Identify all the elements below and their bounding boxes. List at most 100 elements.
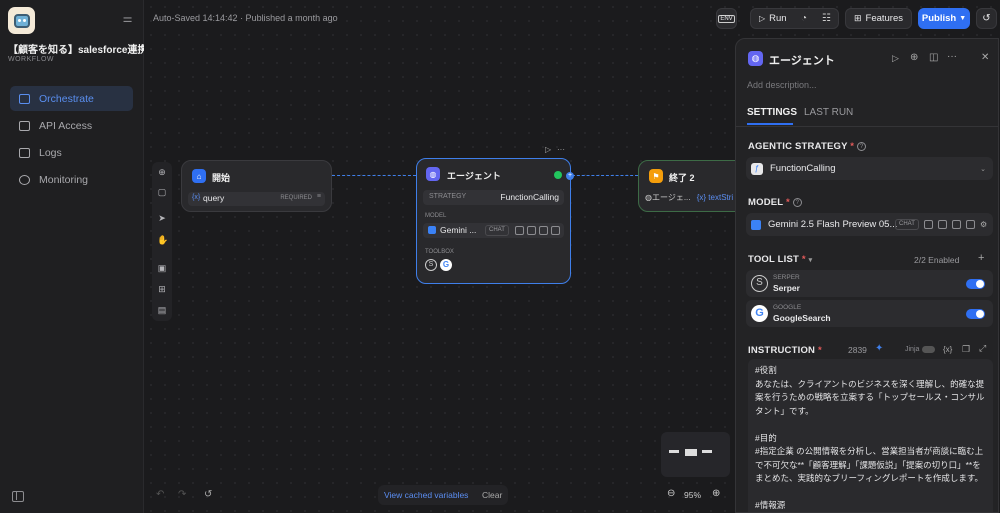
google-icon: G — [440, 259, 452, 271]
minimap-node — [669, 450, 679, 453]
toggle-sidebar-icon[interactable] — [12, 491, 24, 502]
tools-icon — [966, 220, 975, 229]
edge-agent-end — [572, 175, 638, 176]
gemini-icon — [428, 226, 436, 234]
tool-enabled-toggle[interactable] — [966, 309, 985, 319]
tool-row-serper[interactable]: S SERPER Serper — [746, 270, 993, 297]
add-note-icon[interactable]: ▢ — [157, 187, 167, 197]
publish-button[interactable]: Publish ▼ — [918, 8, 970, 29]
start-var-name: query — [203, 193, 225, 203]
end-node-title: 終了 2 — [669, 173, 695, 183]
view-cached-variables-link[interactable]: View cached variables — [384, 490, 469, 500]
tab-divider — [736, 126, 998, 127]
model-label: MODEL *? — [748, 197, 802, 208]
agent-node-title: エージェント — [447, 171, 501, 181]
env-button[interactable]: ENV — [716, 8, 737, 29]
checklist-icon[interactable]: ☷ — [822, 13, 831, 24]
jinja-label: Jinja — [905, 346, 920, 353]
tab-settings[interactable]: SETTINGS — [747, 107, 798, 118]
expand-icon[interactable]: ⤢ — [979, 343, 987, 353]
more-icon[interactable]: ··· — [947, 51, 957, 62]
pointer-icon[interactable]: ➤ — [158, 213, 166, 223]
add-node-icon[interactable]: ⊕ — [158, 167, 166, 177]
add-next-node-icon[interactable]: + — [566, 172, 574, 180]
node-more-icon[interactable]: ··· — [557, 145, 565, 154]
start-var-tag: REQUIRED — [280, 195, 312, 201]
tool-enabled-toggle[interactable] — [966, 279, 985, 289]
tool-row-google[interactable]: G GOOGLE GoogleSearch — [746, 300, 993, 327]
tab-last-run[interactable]: LAST RUN — [804, 107, 854, 118]
zoom-level[interactable]: 95% — [684, 490, 702, 500]
node-run-icon[interactable]: ▷ — [545, 145, 552, 154]
ai-generate-icon[interactable]: ✦ — [875, 343, 884, 354]
run-button[interactable]: ▷ Run — [759, 13, 787, 24]
help-icon[interactable]: ? — [792, 197, 802, 207]
model-label: MODEL — [425, 213, 447, 219]
split-view-icon[interactable]: ◫ — [929, 52, 939, 63]
hand-icon[interactable]: ✋ — [157, 235, 169, 245]
panel-title[interactable]: エージェント — [769, 55, 835, 67]
tab-active-indicator — [747, 123, 793, 125]
sidebar-item-api-access[interactable]: API Access — [10, 113, 133, 138]
required-mark: * — [801, 254, 806, 265]
version-history-icon[interactable]: ↺ — [204, 489, 213, 500]
clear-button[interactable]: Clear — [482, 490, 503, 500]
sidebar-settings-icon[interactable]: ⚌ — [122, 13, 133, 25]
document-icon — [527, 226, 536, 235]
zoom-out-icon[interactable]: ⊖ — [667, 488, 676, 499]
start-node[interactable]: ⌂ 開始 {x} query REQUIRED ≡ — [181, 160, 332, 212]
copy-icon[interactable]: ❐ — [962, 344, 971, 354]
export-image-icon[interactable]: ▣ — [157, 263, 167, 273]
sidebar-item-monitoring[interactable]: Monitoring — [10, 167, 133, 192]
model-select[interactable]: Gemini 2.5 Flash Preview 05... CHAT ⚙ — [746, 213, 993, 236]
menu-icon: ≡ — [316, 193, 321, 200]
sidebar-nav: Orchestrate API Access Logs Monitoring — [10, 86, 133, 194]
description-input[interactable]: Add description... — [747, 80, 817, 90]
insert-variable-icon[interactable]: {x} — [943, 345, 953, 354]
undo-icon[interactable]: ↶ — [156, 489, 165, 500]
sidebar-item-orchestrate[interactable]: Orchestrate — [10, 86, 133, 111]
chevron-down-icon: ⌄ — [980, 165, 986, 173]
start-node-title: 開始 — [212, 173, 231, 183]
history-icon: ↺ — [982, 13, 991, 24]
node-settings-panel: ◍ エージェント ▷ ⊕ ◫ ··· ✕ Add description... … — [735, 38, 999, 513]
end-node[interactable]: ⚑ 終了 2 ◍エージェ... {x} textStri — [638, 160, 748, 212]
tool-provider: GOOGLE — [773, 304, 802, 311]
features-button[interactable]: ⊞ Features — [845, 8, 912, 29]
help-icon[interactable]: ? — [857, 141, 867, 151]
minimap-icon[interactable]: ▤ — [157, 305, 167, 315]
instruction-label: INSTRUCTION * — [748, 345, 822, 356]
zoom-in-icon[interactable]: ⊕ — [712, 488, 721, 499]
agent-icon: ◍ — [426, 167, 440, 181]
minimap[interactable] — [661, 432, 730, 477]
cached-vars-bar: View cached variables Clear — [378, 485, 508, 505]
chevron-down-icon[interactable]: ▾ — [808, 257, 813, 264]
model-value: Gemini ... — [440, 225, 477, 235]
features-icon: ⊞ — [853, 13, 862, 23]
sidebar-item-logs[interactable]: Logs — [10, 140, 133, 165]
agent-node[interactable]: ◍ エージェント STRATEGY FunctionCalling MODEL … — [416, 158, 571, 284]
jinja-toggle[interactable] — [922, 346, 935, 353]
document-icon — [938, 220, 947, 229]
redo-icon[interactable]: ↷ — [178, 489, 187, 500]
model-settings-icon[interactable]: ⚙ — [980, 220, 988, 229]
sidebar: ⚌ 【顧客を知る】salesforce連携 WORKFLOW Orchestra… — [0, 0, 147, 513]
history-button[interactable]: ↺ — [976, 8, 997, 29]
organize-icon[interactable]: ⊞ — [158, 284, 166, 294]
sidebar-item-label: Orchestrate — [39, 92, 94, 105]
add-tool-icon[interactable]: + — [978, 252, 985, 264]
strategy-select[interactable]: ƒ FunctionCalling ⌄ — [746, 157, 993, 180]
strategy-value: FunctionCalling — [770, 163, 836, 174]
strategy-label: STRATEGY — [429, 193, 467, 200]
google-icon: G — [751, 305, 768, 322]
app-icon[interactable] — [8, 7, 35, 34]
close-icon[interactable]: ✕ — [981, 52, 990, 63]
instruction-editor[interactable]: #役割 あなたは、クライアントのビジネスを深く理解し、的確な提案を行うための戦略… — [748, 359, 993, 512]
model-label-text: MODEL — [748, 197, 784, 208]
strategy-label: AGENTIC STRATEGY *? — [748, 141, 867, 152]
run-node-icon[interactable]: ▷ — [892, 53, 899, 63]
checklist-history-icon[interactable]: ◔ — [801, 13, 808, 24]
orchestrate-icon — [19, 93, 30, 104]
start-port[interactable] — [329, 172, 335, 178]
help-circle-icon[interactable]: ⊕ — [910, 52, 919, 63]
